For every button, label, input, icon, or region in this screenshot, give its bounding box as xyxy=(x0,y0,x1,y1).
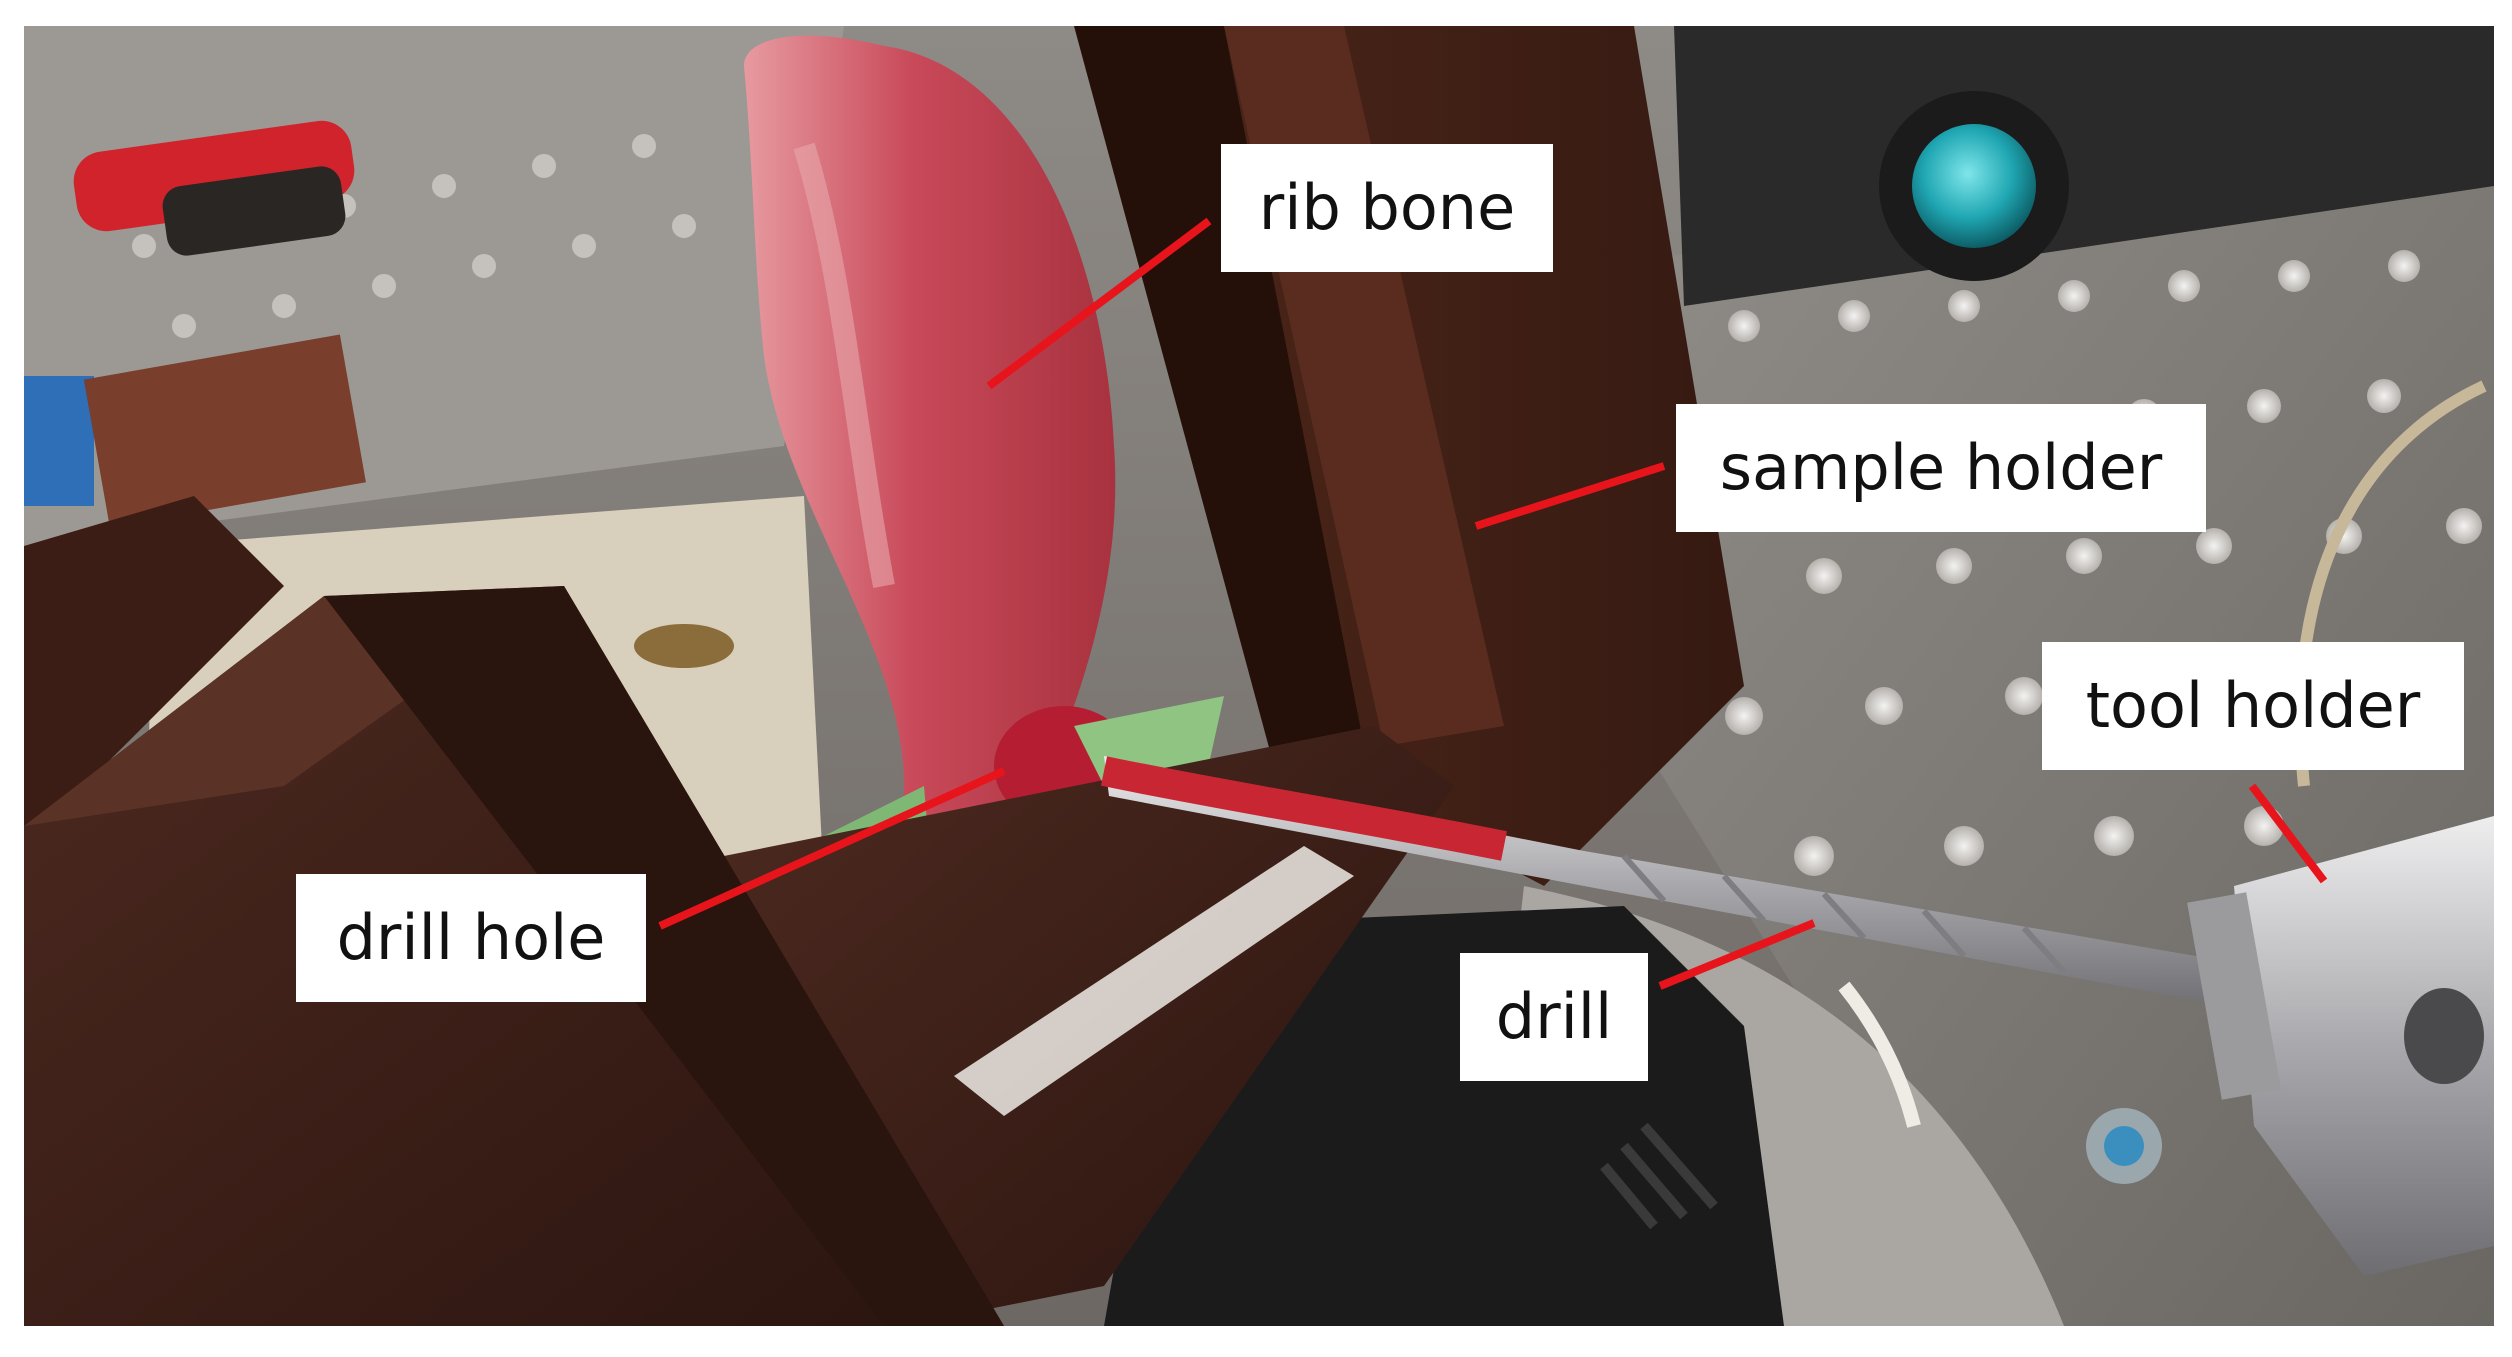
label-sample-holder: sample holder xyxy=(1676,404,2206,532)
label-rib-bone: rib bone xyxy=(1221,144,1553,272)
label-drill: drill xyxy=(1460,953,1648,1081)
label-tool-holder: tool holder xyxy=(2042,642,2464,770)
label-drill-hole: drill hole xyxy=(296,874,646,1002)
experiment-photo: rib bone sample holder tool holder drill… xyxy=(24,26,2494,1326)
